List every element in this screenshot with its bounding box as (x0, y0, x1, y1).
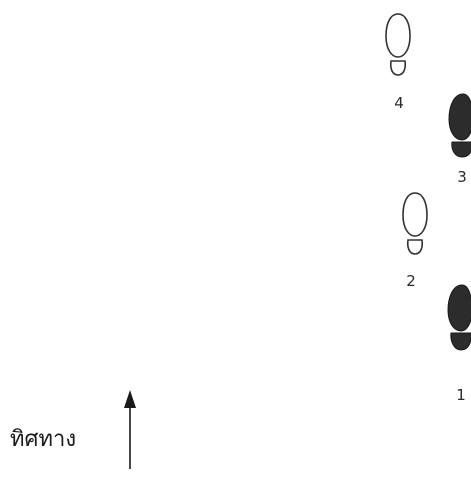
footprint-4 (385, 13, 411, 76)
step-label-3: 3 (457, 168, 467, 186)
footprint-3 (448, 93, 471, 158)
step-label-2: 2 (406, 272, 416, 290)
footprint-1 (447, 284, 471, 351)
direction-arrow-icon (124, 390, 136, 469)
step-label-1: 1 (456, 386, 466, 404)
footprint-2 (402, 192, 428, 255)
direction-label: ทิศทาง (10, 427, 76, 452)
step-label-4: 4 (394, 94, 404, 112)
